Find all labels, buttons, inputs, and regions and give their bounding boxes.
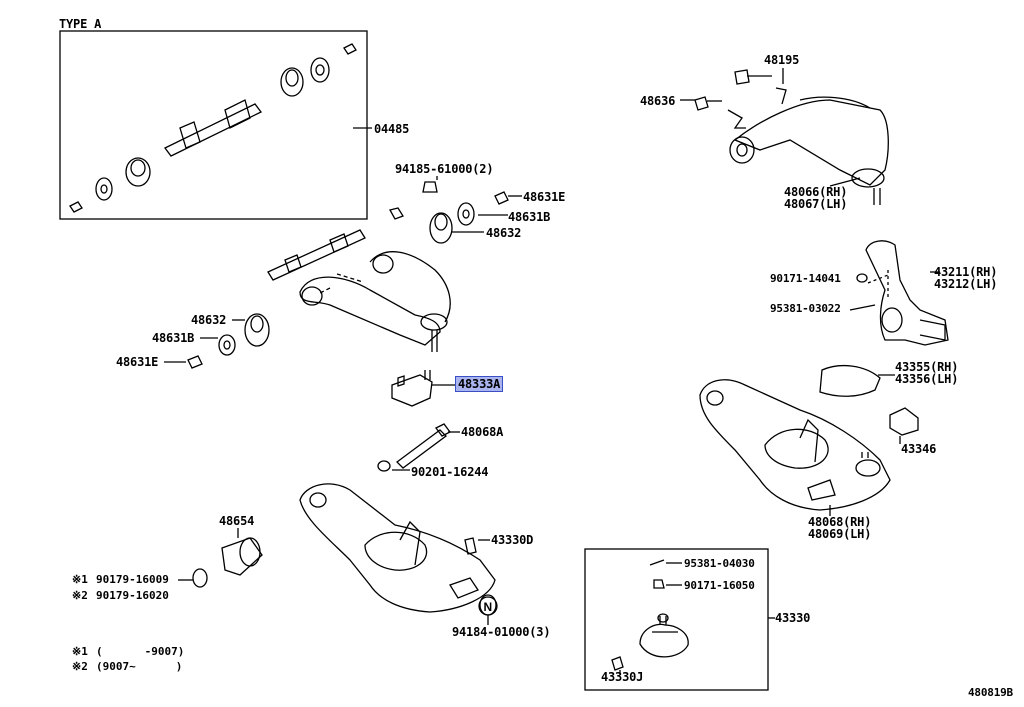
footnote-range-1: -9007) xyxy=(144,645,185,658)
label-90171-16050[interactable]: 90171-16050 xyxy=(684,579,755,592)
footnote-mark-1: ※1 xyxy=(72,645,88,658)
label-04485[interactable]: 04485 xyxy=(374,122,410,136)
footnote-mark-2: ※2 xyxy=(72,660,88,673)
label-48066-rh: 48066(RH) xyxy=(784,185,848,199)
label-43211-rh: 43211(RH) xyxy=(934,265,998,279)
note-part-90179-16020: 90179-16020 xyxy=(96,589,169,602)
label-48654[interactable]: 48654 xyxy=(219,514,255,528)
label-48067-lh: 48067(LH) xyxy=(784,197,848,211)
label-95381-04030[interactable]: 95381-04030 xyxy=(684,557,755,570)
label-95381-03022[interactable]: 95381-03022 xyxy=(770,302,841,315)
note-mark-1: ※1 xyxy=(72,573,88,586)
label-48632-left[interactable]: 48632 xyxy=(191,313,227,327)
type-a-title: TYPE A xyxy=(59,17,102,31)
label-43330d[interactable]: 43330D xyxy=(491,533,534,547)
label-48333a-highlighted[interactable]: 48333A xyxy=(455,376,504,392)
type-a-box xyxy=(59,30,368,220)
n-marker: N xyxy=(484,600,493,614)
label-48631e-top[interactable]: 48631E xyxy=(523,190,566,204)
label-48195[interactable]: 48195 xyxy=(764,53,800,67)
label-90171-14041[interactable]: 90171-14041 xyxy=(770,272,841,285)
label-43330j[interactable]: 43330J xyxy=(601,670,644,684)
label-48069-lh: 48069(LH) xyxy=(808,527,872,541)
label-43330[interactable]: 43330 xyxy=(775,611,811,625)
label-48636[interactable]: 48636 xyxy=(640,94,676,108)
label-48631b-left[interactable]: 48631B xyxy=(152,331,195,345)
note-90179-16020[interactable]: ※2 90179-16020 xyxy=(72,589,169,603)
lower-arm-drawing xyxy=(299,483,497,616)
label-43211-43212[interactable]: 43211(RH) 43212(LH) xyxy=(934,266,997,290)
right-lower-arm-drawing xyxy=(699,379,891,511)
label-48631e-left[interactable]: 48631E xyxy=(116,355,159,369)
ball-joint-kit-box xyxy=(584,548,769,691)
footnote-1: ※1 ( -9007) xyxy=(72,645,184,659)
label-43346[interactable]: 43346 xyxy=(901,442,937,456)
label-43356-lh: 43356(LH) xyxy=(895,372,959,386)
label-94184-01000[interactable]: 94184-01000(3) xyxy=(452,625,551,639)
label-43212-lh: 43212(LH) xyxy=(934,277,998,291)
label-48632-top[interactable]: 48632 xyxy=(486,226,522,240)
label-43355-43356[interactable]: 43355(RH) 43356(LH) xyxy=(895,361,958,385)
label-90201-16244[interactable]: 90201-16244 xyxy=(411,465,489,479)
note-part-90179-16009: 90179-16009 xyxy=(96,573,169,586)
label-48066-48067[interactable]: 48066(RH) 48067(LH) xyxy=(784,186,847,210)
note-90179-16009[interactable]: ※1 90179-16009 xyxy=(72,573,169,587)
label-48631b-top[interactable]: 48631B xyxy=(508,210,551,224)
upper-arm-drawing xyxy=(267,229,451,352)
footnote-close-paren: ) xyxy=(175,660,183,673)
note-mark-2: ※2 xyxy=(72,589,88,602)
label-48068-48069[interactable]: 48068(RH) 48069(LH) xyxy=(808,516,871,540)
catalog-number: 480819B xyxy=(968,686,1013,699)
right-upper-arm-drawing xyxy=(694,69,889,205)
label-48068-rh: 48068(RH) xyxy=(808,515,872,529)
footnote-range-2: (9007~ xyxy=(96,660,136,673)
label-43355-rh: 43355(RH) xyxy=(895,360,959,374)
footnote-open-paren: ( xyxy=(96,645,103,658)
label-48068a[interactable]: 48068A xyxy=(461,425,504,439)
steering-knuckle-drawing xyxy=(865,240,949,346)
shaft-kit-drawing xyxy=(69,43,357,213)
label-94185-61000[interactable]: 94185-61000(2) xyxy=(395,162,494,176)
footnote-2: ※2 (9007~) xyxy=(72,660,182,674)
